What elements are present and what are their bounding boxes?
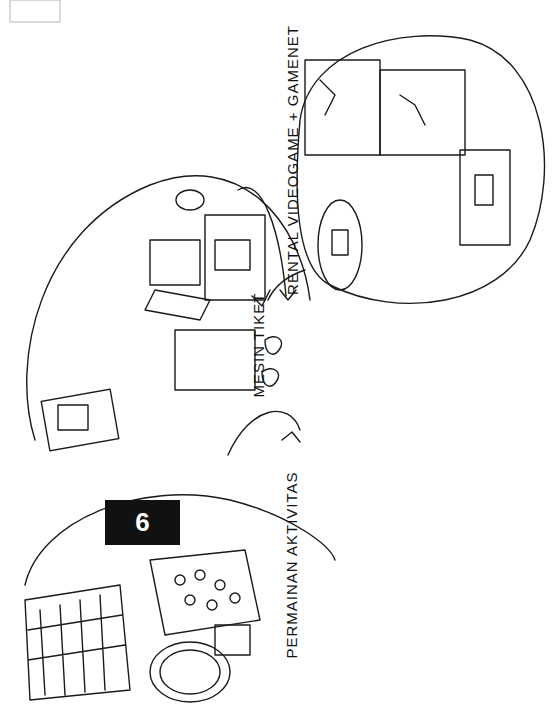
ticket-machine bbox=[380, 70, 465, 155]
area-label: MESIN TIKET bbox=[250, 293, 267, 398]
arcade-cabinet bbox=[205, 215, 265, 300]
ball-pit-base bbox=[215, 625, 250, 655]
group-circle bbox=[27, 176, 310, 440]
leader-line bbox=[238, 188, 286, 296]
arrow-head bbox=[282, 432, 300, 442]
leader-line bbox=[228, 411, 300, 455]
pc-monitor bbox=[150, 240, 200, 285]
ticket-slot bbox=[475, 175, 493, 205]
sketch-detail bbox=[176, 190, 204, 210]
ticket-machine bbox=[460, 150, 510, 245]
sketch-detail bbox=[320, 80, 425, 125]
ball bbox=[185, 595, 195, 605]
group-circle bbox=[297, 36, 544, 304]
pc-keyboard bbox=[145, 290, 210, 320]
ball bbox=[207, 600, 217, 610]
callout-number: 6 bbox=[135, 507, 149, 538]
trampoline-mat bbox=[160, 650, 220, 694]
ball bbox=[230, 593, 240, 603]
area-label: RENTAL VIDEOGAME + GAMENET bbox=[284, 25, 301, 295]
ball bbox=[215, 580, 225, 590]
arcade-screen bbox=[58, 405, 88, 430]
game-console bbox=[175, 330, 255, 390]
climbing-frame bbox=[25, 585, 130, 700]
arcade-cabinet bbox=[41, 389, 119, 450]
controller bbox=[265, 337, 282, 354]
trampoline bbox=[150, 642, 230, 702]
ball bbox=[195, 570, 205, 580]
ball-pit bbox=[150, 550, 260, 635]
ticket-machine bbox=[305, 60, 380, 155]
page-number-badge: 6 bbox=[105, 500, 180, 545]
ticket-slot bbox=[332, 230, 348, 255]
area-label: PERMAINAN AKTIVITAS bbox=[283, 471, 300, 658]
watermark-mark bbox=[10, 0, 60, 22]
round-machine bbox=[318, 200, 362, 290]
ball bbox=[175, 575, 185, 585]
arcade-screen bbox=[215, 240, 250, 270]
